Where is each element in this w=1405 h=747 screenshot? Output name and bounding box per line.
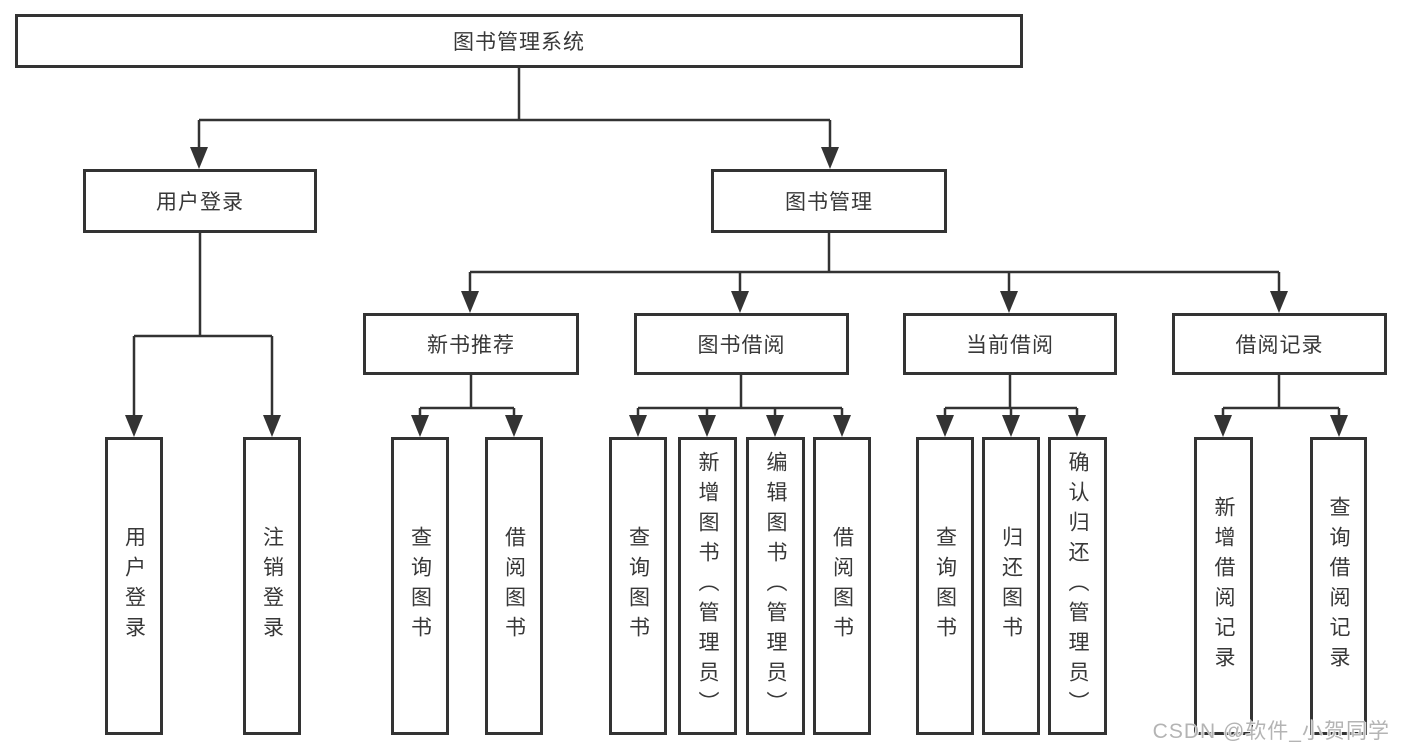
leaf-borrow-borrow-books: 借阅图书 [813, 437, 871, 735]
node-current-borrow: 当前借阅 [903, 313, 1117, 375]
node-user-login: 用户登录 [83, 169, 317, 233]
leaf-current-confirm-return-admin: 确认归还（管理员） [1048, 437, 1107, 735]
node-root: 图书管理系统 [15, 14, 1023, 68]
leaf-borrow-query-books: 查询图书 [609, 437, 667, 735]
leaf-current-query-books: 查询图书 [916, 437, 974, 735]
leaf-logout-login: 注销登录 [243, 437, 301, 735]
leaf-borrow-add-books-admin: 新增图书（管理员） [678, 437, 737, 735]
leaf-record-query-borrow-record: 查询借阅记录 [1310, 437, 1367, 735]
leaf-current-return-books: 归还图书 [982, 437, 1040, 735]
leaf-borrow-edit-books-admin: 编辑图书（管理员） [746, 437, 805, 735]
leaf-user-login: 用户登录 [105, 437, 163, 735]
node-new-book-recommend: 新书推荐 [363, 313, 579, 375]
leaf-newbook-borrow-books: 借阅图书 [485, 437, 543, 735]
node-book-management: 图书管理 [711, 169, 947, 233]
node-borrow-record: 借阅记录 [1172, 313, 1387, 375]
leaf-record-add-borrow-record: 新增借阅记录 [1194, 437, 1253, 735]
node-book-borrow: 图书借阅 [634, 313, 849, 375]
leaf-newbook-query-books: 查询图书 [391, 437, 449, 735]
csdn-watermark: CSDN @软件_小贺同学 [1152, 720, 1390, 743]
